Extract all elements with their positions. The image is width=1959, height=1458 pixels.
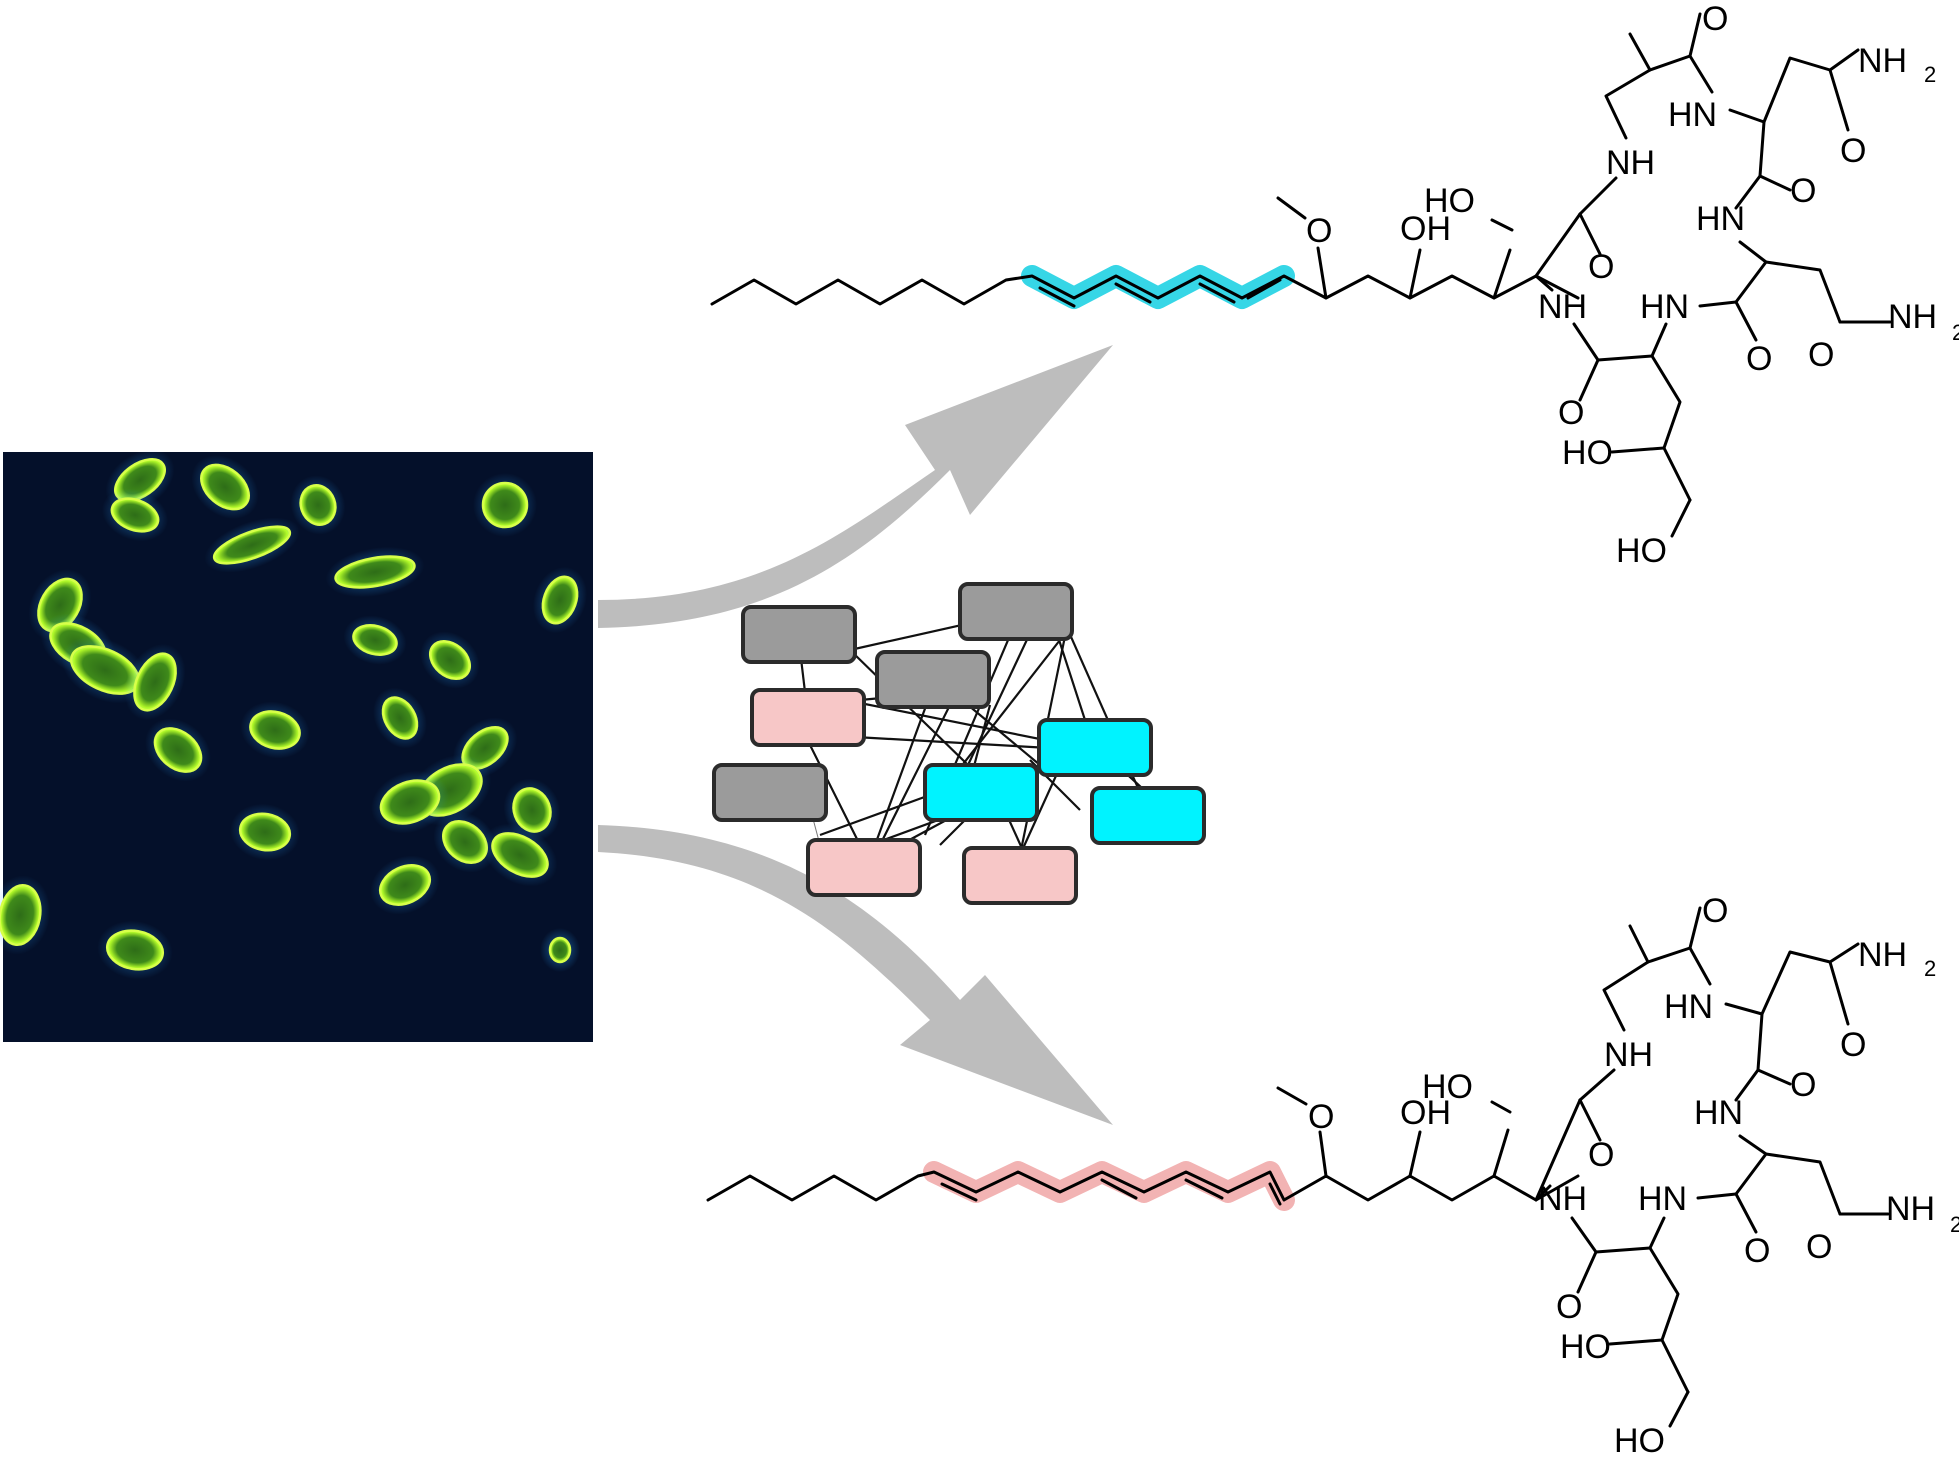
cell [110, 497, 160, 533]
curved-arrow-icon-lower [598, 825, 1113, 1125]
network-node-gray [875, 650, 991, 709]
atom-label-oh: OH [1400, 1094, 1451, 1132]
cell [238, 812, 292, 852]
atom-label-nh: NH [1538, 288, 1587, 326]
network-node-pink [806, 838, 922, 897]
atom-label-nh2: NH [1888, 298, 1937, 336]
alkyl-chain [706, 1170, 1580, 1202]
cell [491, 832, 549, 878]
network-node-cyan [1090, 786, 1206, 845]
network-node-pink [962, 846, 1078, 905]
network-node-cyan [923, 763, 1039, 822]
cell [381, 696, 419, 740]
atom-label-o: O [1588, 1136, 1614, 1174]
cell [481, 481, 529, 529]
cell [299, 484, 337, 526]
atom-label-subscript: 2 [1924, 62, 1936, 87]
cell [0, 884, 42, 946]
atom-label-o: O [1306, 212, 1332, 250]
atom-label-hn: HN [1694, 1094, 1743, 1132]
atom-label-subscript: 2 [1950, 1212, 1959, 1237]
cell [379, 779, 441, 825]
cell [442, 820, 488, 864]
atom-label-o: O [1702, 892, 1728, 930]
atom-label-o: O [1556, 1288, 1582, 1326]
network-graph [712, 582, 1206, 905]
atom-label-o: O [1308, 1098, 1334, 1136]
atom-label-subscript: 2 [1952, 320, 1959, 345]
atom-label-hn: HN [1638, 1180, 1687, 1218]
atom-label-o: O [1702, 0, 1728, 38]
atom-label-o: O [1840, 132, 1866, 170]
atom-label-o: O [1808, 336, 1834, 374]
atom-label-hn: HN [1640, 288, 1689, 326]
atom-label-nh: NH [1604, 1036, 1653, 1074]
network-node-cyan [1037, 718, 1153, 777]
atom-label-o: O [1840, 1026, 1866, 1064]
atom-label-o: O [1790, 1066, 1816, 1104]
cell [512, 787, 552, 833]
curved-arrow-icon-upper [598, 345, 1113, 628]
atom-label-o: O [1806, 1228, 1832, 1266]
network-node-gray [958, 582, 1074, 641]
cell [249, 710, 301, 750]
atom-label-nh: NH [1538, 1180, 1587, 1218]
cell [352, 624, 398, 656]
alkyl-chain [710, 274, 1580, 306]
atom-label-hn: HN [1664, 988, 1713, 1026]
cell [541, 575, 579, 625]
atom-label-ho: HO [1422, 1068, 1473, 1106]
atom-label-ho: HO [1614, 1422, 1665, 1458]
atom-label-oh: OH [1400, 210, 1451, 248]
atom-label-nh2: NH [1858, 936, 1907, 974]
molecule-structure-top: O OH HO O NH O HN NH 2 O O HN O [710, 0, 1959, 570]
cell [334, 555, 416, 589]
network-nodes [712, 582, 1206, 905]
cell [153, 727, 203, 773]
atom-label-hn: HN [1696, 200, 1745, 238]
atom-label-subscript: 2 [1924, 956, 1936, 981]
atom-label-o: O [1746, 340, 1772, 378]
cell [429, 640, 471, 680]
cell [133, 652, 177, 712]
atom-label-hn: HN [1668, 96, 1717, 134]
cell [212, 525, 292, 565]
atom-label-ho: HO [1560, 1328, 1611, 1366]
cell [200, 463, 250, 511]
atom-label-ho: HO [1562, 434, 1613, 472]
atom-label-o: O [1790, 172, 1816, 210]
molecule-structure-bottom: O OH HO O NH O HN NH 2 O O HN O NH [706, 892, 1959, 1458]
cell-cluster [0, 449, 588, 980]
atom-label-nh2: NH [1858, 42, 1907, 80]
atom-label-o: O [1558, 394, 1584, 432]
cell [548, 936, 572, 964]
cell [105, 929, 165, 971]
network-node-gray [712, 763, 828, 822]
atom-label-ho: HO [1616, 532, 1667, 570]
cell [378, 864, 432, 906]
atom-label-ho: HO [1424, 182, 1475, 220]
atom-label-o: O [1744, 1232, 1770, 1270]
microscopy-image-of-cells [0, 449, 593, 1042]
atom-label-nh2: NH [1886, 1190, 1935, 1228]
atom-label-nh: NH [1606, 144, 1655, 182]
atom-label-o: O [1588, 248, 1614, 286]
network-node-gray [741, 605, 857, 664]
network-node-pink [750, 688, 866, 747]
